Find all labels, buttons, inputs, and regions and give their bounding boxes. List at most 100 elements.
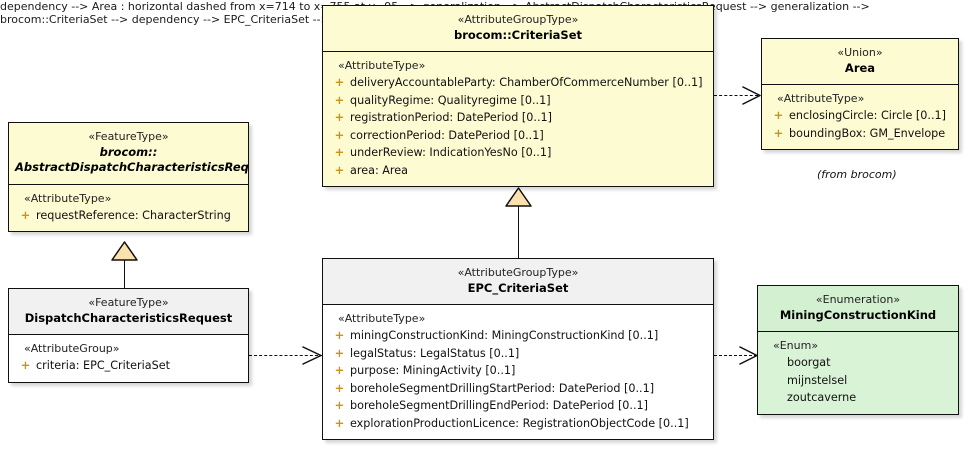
class-name-namespace: brocom:: bbox=[99, 144, 158, 159]
visibility-marker: + bbox=[334, 345, 345, 360]
visibility-marker: + bbox=[334, 162, 345, 177]
class-attributes-area: «AttributeType» + enclosingCircle: Circl… bbox=[762, 85, 958, 150]
attribute-signature: requestReference: CharacterString bbox=[36, 208, 231, 222]
attribute-row: + boundingBox: GM_Envelope bbox=[768, 125, 954, 143]
class-box-abstract-dispatch-characteristics-request[interactable]: «FeatureType» brocom:: AbstractDispatchC… bbox=[8, 122, 249, 233]
attribute-signature: purpose: MiningActivity [0..1] bbox=[350, 364, 516, 378]
compartment-divider bbox=[9, 183, 248, 185]
visibility-marker: + bbox=[334, 145, 345, 160]
class-stereotype: «AttributeGroupType» bbox=[457, 13, 579, 26]
compartment-divider bbox=[323, 304, 713, 306]
attribute-row: + enclosingCircle: Circle [0..1] bbox=[768, 107, 954, 125]
class-header-mining-construction-kind: «Enumeration» MiningConstructionKind bbox=[758, 286, 958, 332]
attribute-signature: qualityRegime: Qualityregime [0..1] bbox=[350, 93, 551, 107]
class-stereotype: «FeatureType» bbox=[88, 130, 169, 143]
attribute-signature: boundingBox: GM_Envelope bbox=[789, 126, 946, 140]
attribute-signature: correctionPeriod: DatePeriod [0..1] bbox=[350, 128, 544, 142]
attribute-signature: underReview: IndicationYesNo [0..1] bbox=[350, 146, 552, 160]
attribute-row: + area: Area bbox=[329, 162, 709, 180]
class-stereotype: «Enumeration» bbox=[815, 293, 901, 306]
attribute-group-stereotype: «AttributeType» bbox=[777, 92, 865, 106]
visibility-marker: + bbox=[334, 363, 345, 378]
attribute-signature: enclosingCircle: Circle [0..1] bbox=[789, 109, 946, 123]
enum-literal-row: boorgat bbox=[787, 356, 831, 370]
attribute-row: + miningConstructionKind: MiningConstruc… bbox=[329, 327, 709, 345]
attribute-signature: legalStatus: LegalStatus [0..1] bbox=[350, 346, 520, 360]
attribute-group-stereotype: «AttributeGroup» bbox=[24, 342, 120, 356]
visibility-marker: + bbox=[334, 110, 345, 125]
class-name: MiningConstructionKind bbox=[779, 307, 937, 322]
class-header-abstract-dispatch: «FeatureType» brocom:: AbstractDispatchC… bbox=[9, 123, 248, 184]
class-box-epc-criteriaset[interactable]: «AttributeGroupType» EPC_CriteriaSet «At… bbox=[322, 258, 714, 441]
dependency-arrowhead-area bbox=[742, 86, 762, 105]
enum-literal-row: mijnstelsel bbox=[787, 373, 848, 387]
attribute-group-stereotype: «AttributeType» bbox=[338, 59, 426, 73]
attribute-signature: miningConstructionKind: MiningConstructi… bbox=[350, 329, 659, 343]
dependency-criteriaset-to-area bbox=[714, 95, 758, 96]
class-header-criteriaset: «AttributeGroupType» brocom::CriteriaSet bbox=[323, 6, 713, 52]
class-box-mining-construction-kind[interactable]: «Enumeration» MiningConstructionKind «En… bbox=[757, 285, 959, 415]
class-name: Area bbox=[844, 60, 876, 75]
attribute-row: + criteria: EPC_CriteriaSet bbox=[15, 357, 244, 375]
visibility-marker: + bbox=[334, 92, 345, 107]
attribute-signature: boreholeSegmentDrillingStartPeriod: Date… bbox=[350, 381, 655, 395]
attribute-row: + requestReference: CharacterString bbox=[15, 207, 244, 225]
dependency-arrowhead-epc-criteriaset bbox=[302, 346, 323, 365]
dependency-dispatch-to-epc-criteriaset bbox=[249, 355, 323, 356]
class-name: DispatchCharacteristicsRequest bbox=[24, 310, 233, 325]
class-stereotype: «Union» bbox=[837, 46, 883, 59]
attribute-signature: criteria: EPC_CriteriaSet bbox=[36, 359, 170, 373]
attribute-signature: boreholeSegmentDrillingEndPeriod: DatePe… bbox=[350, 399, 649, 413]
class-literals-mining-construction-kind: «Enum» boorgat mijnstelsel zoutcaverne bbox=[758, 332, 958, 414]
dependency-epc-criteriaset-to-mining-kind bbox=[714, 355, 757, 356]
class-attributes-abstract-dispatch: «AttributeType» + requestReference: Char… bbox=[9, 184, 248, 232]
attribute-row: + purpose: MiningActivity [0..1] bbox=[329, 362, 709, 380]
attribute-signature: area: Area bbox=[350, 163, 409, 177]
visibility-marker: + bbox=[20, 207, 31, 222]
enum-literal-row: zoutcaverne bbox=[787, 391, 857, 405]
attribute-row: + legalStatus: LegalStatus [0..1] bbox=[329, 345, 709, 363]
visibility-marker: + bbox=[773, 108, 784, 123]
class-attributes-epc-criteriaset: «AttributeType» + miningConstructionKind… bbox=[323, 305, 713, 440]
visibility-marker: + bbox=[334, 398, 345, 413]
class-box-area[interactable]: «Union» Area «AttributeType» + enclosing… bbox=[761, 38, 959, 151]
attribute-row: + boreholeSegmentDrillingEndPeriod: Date… bbox=[329, 397, 709, 415]
class-name: EPC_CriteriaSet bbox=[467, 280, 569, 295]
attribute-group-stereotype: «AttributeType» bbox=[338, 312, 426, 326]
class-stereotype: «FeatureType» bbox=[88, 296, 169, 309]
attribute-group-stereotype: «AttributeType» bbox=[24, 191, 112, 205]
class-header-dispatch: «FeatureType» DispatchCharacteristicsReq… bbox=[9, 289, 248, 335]
generalization-line-dispatch bbox=[124, 258, 125, 290]
enum-group-stereotype: «Enum» bbox=[773, 339, 819, 353]
attribute-signature: deliveryAccountableParty: ChamberOfComme… bbox=[350, 76, 703, 90]
class-box-dispatch-characteristics-request[interactable]: «FeatureType» DispatchCharacteristicsReq… bbox=[8, 288, 249, 383]
class-header-area: «Union» Area bbox=[762, 39, 958, 85]
visibility-marker: + bbox=[20, 358, 31, 373]
visibility-marker: + bbox=[334, 380, 345, 395]
class-name: brocom::CriteriaSet bbox=[453, 27, 582, 42]
class-box-criteriaset[interactable]: «AttributeGroupType» brocom::CriteriaSet… bbox=[322, 5, 714, 188]
class-attributes-dispatch: «AttributeGroup» + criteria: EPC_Criteri… bbox=[9, 335, 248, 382]
visibility-marker: + bbox=[773, 125, 784, 140]
compartment-divider bbox=[9, 334, 248, 336]
compartment-divider bbox=[762, 84, 958, 86]
attribute-signature: explorationProductionLicence: Registrati… bbox=[350, 416, 689, 430]
class-stereotype: «AttributeGroupType» bbox=[457, 266, 579, 279]
class-header-epc-criteriaset: «AttributeGroupType» EPC_CriteriaSet bbox=[323, 259, 713, 305]
compartment-divider bbox=[323, 51, 713, 53]
attribute-row: + registrationPeriod: DatePeriod [0..1] bbox=[329, 109, 709, 127]
class-name: AbstractDispatchCharacteristicsRequest bbox=[15, 160, 249, 175]
visibility-marker: + bbox=[334, 328, 345, 343]
visibility-marker: + bbox=[334, 415, 345, 430]
attribute-row: + qualityRegime: Qualityregime [0..1] bbox=[329, 92, 709, 110]
attribute-row: + correctionPeriod: DatePeriod [0..1] bbox=[329, 127, 709, 145]
attribute-row: + underReview: IndicationYesNo [0..1] bbox=[329, 144, 709, 162]
class-attributes-criteriaset: «AttributeType» + deliveryAccountablePar… bbox=[323, 52, 713, 187]
attribute-row: + explorationProductionLicence: Registra… bbox=[329, 415, 709, 433]
compartment-divider bbox=[758, 331, 958, 333]
attribute-row: + boreholeSegmentDrillingStartPeriod: Da… bbox=[329, 380, 709, 398]
visibility-marker: + bbox=[334, 75, 345, 90]
generalization-line-epc-criteriaset bbox=[518, 204, 519, 260]
visibility-marker: + bbox=[334, 127, 345, 142]
